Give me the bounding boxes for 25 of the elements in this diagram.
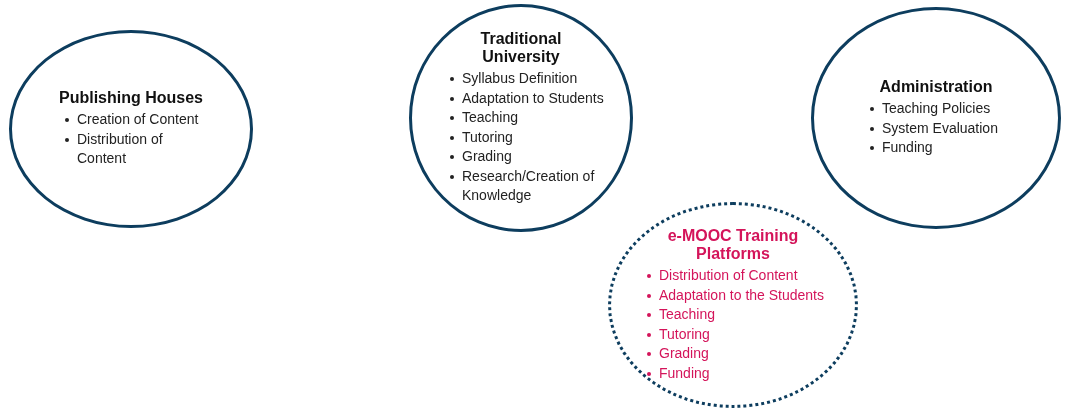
ellipse-node (811, 7, 1061, 229)
node-heading: Publishing Houses (58, 89, 204, 108)
list-item: Adaptation to the Students (647, 285, 833, 305)
list-item: Distribution of Content (647, 266, 833, 286)
list-item: Research/Creation of Knowledge (450, 166, 606, 206)
list-item: Adaptation to Students (450, 88, 606, 109)
list-item: Funding (647, 363, 833, 383)
list-item: Grading (647, 344, 833, 364)
ellipse-node (409, 4, 633, 232)
ellipse-node (9, 30, 253, 228)
list-item: System Evaluation (870, 118, 1016, 139)
node-heading: Administration (878, 78, 994, 97)
list-item: Funding (870, 138, 1016, 158)
list-item: Tutoring (450, 127, 606, 148)
list-item: Teaching Policies (870, 99, 1016, 119)
ellipse-node (608, 202, 858, 408)
list-item: Teaching (647, 305, 833, 325)
list-item: Distribution of Content (65, 129, 211, 169)
list-item: Creation of Content (65, 110, 211, 130)
node-heading: e-MOOC Training Platforms (666, 227, 800, 263)
node-heading: Traditional University (479, 30, 563, 67)
list-item: Tutoring (647, 324, 833, 344)
list-item: Teaching (450, 108, 606, 128)
list-item: Syllabus Definition (450, 69, 606, 89)
list-item: Grading (450, 147, 606, 167)
